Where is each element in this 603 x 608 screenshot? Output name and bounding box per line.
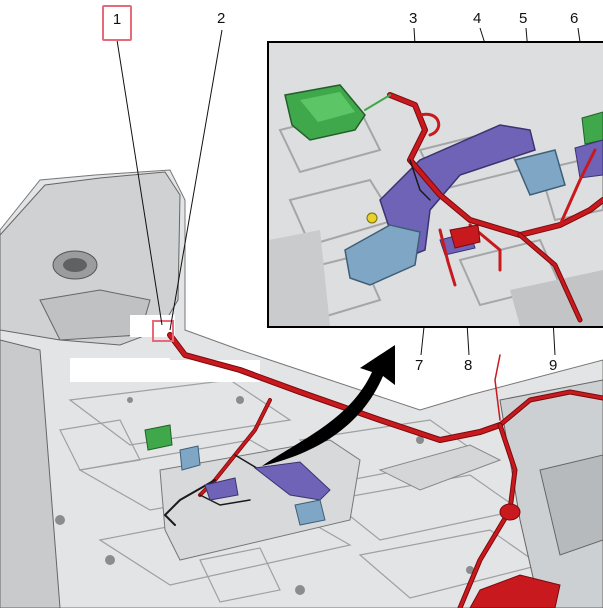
callout-4: 4 bbox=[473, 10, 482, 27]
callout-3: 3 bbox=[409, 10, 418, 27]
blank-label-patch bbox=[170, 360, 260, 382]
blank-label-patch bbox=[70, 358, 170, 382]
vehicle-floor-body bbox=[0, 169, 603, 608]
curved-arrow-icon bbox=[262, 345, 395, 466]
main-view-components bbox=[144, 424, 331, 526]
callout-9: 9 bbox=[549, 357, 558, 374]
callout-6: 6 bbox=[570, 10, 579, 27]
callout-1: 1 bbox=[102, 5, 132, 41]
highlight-box bbox=[152, 320, 174, 342]
detail-inset bbox=[267, 41, 603, 328]
callout-5: 5 bbox=[519, 10, 528, 27]
callout-2: 2 bbox=[217, 10, 226, 27]
callout-7: 7 bbox=[415, 357, 424, 374]
callout-8: 8 bbox=[464, 357, 473, 374]
harness-grommet bbox=[499, 503, 521, 521]
